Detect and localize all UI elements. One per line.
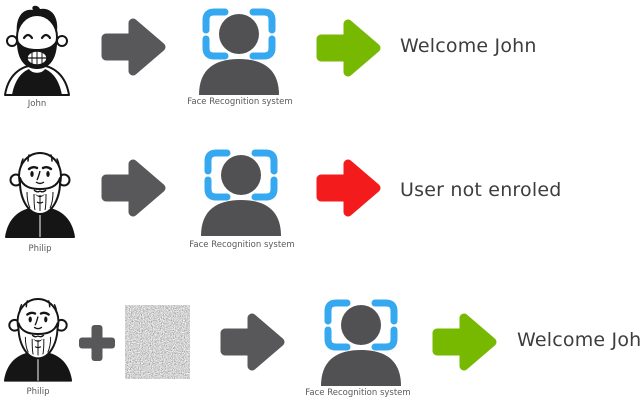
result-text: Welcome John: [517, 329, 640, 351]
avatar-philip: [2, 284, 74, 384]
avatar-john: [2, 2, 72, 96]
face-scan-icon: [196, 144, 286, 236]
arrow-right-reject-icon: [315, 157, 383, 219]
avatar-philip: [3, 140, 77, 238]
arrow-right-accept-icon: [431, 311, 499, 373]
adversarial-noise-image: [125, 305, 190, 379]
arrow-right-icon: [219, 311, 287, 373]
result-text: User not enroled: [400, 179, 562, 201]
avatar-label: John: [27, 99, 47, 109]
face-scan-icon: [316, 294, 406, 386]
philip-portrait-icon: [3, 298, 73, 382]
face-scan-icon: [194, 3, 284, 95]
philip-portrait-icon: [5, 152, 75, 238]
plus-icon: [77, 323, 117, 363]
face-recognition-label: Face Recognition system: [305, 388, 411, 398]
arrow-right-icon: [100, 157, 168, 219]
arrow-right-accept-icon: [315, 17, 383, 79]
avatar-label: Philip: [26, 387, 50, 397]
arrow-right-icon: [100, 16, 168, 78]
avatar-label: Philip: [28, 244, 52, 254]
result-text: Welcome John: [400, 35, 537, 57]
john-portrait-icon: [4, 5, 70, 96]
face-recognition-label: Face Recognition system: [189, 240, 295, 250]
face-recognition-label: Face Recognition system: [187, 97, 293, 107]
